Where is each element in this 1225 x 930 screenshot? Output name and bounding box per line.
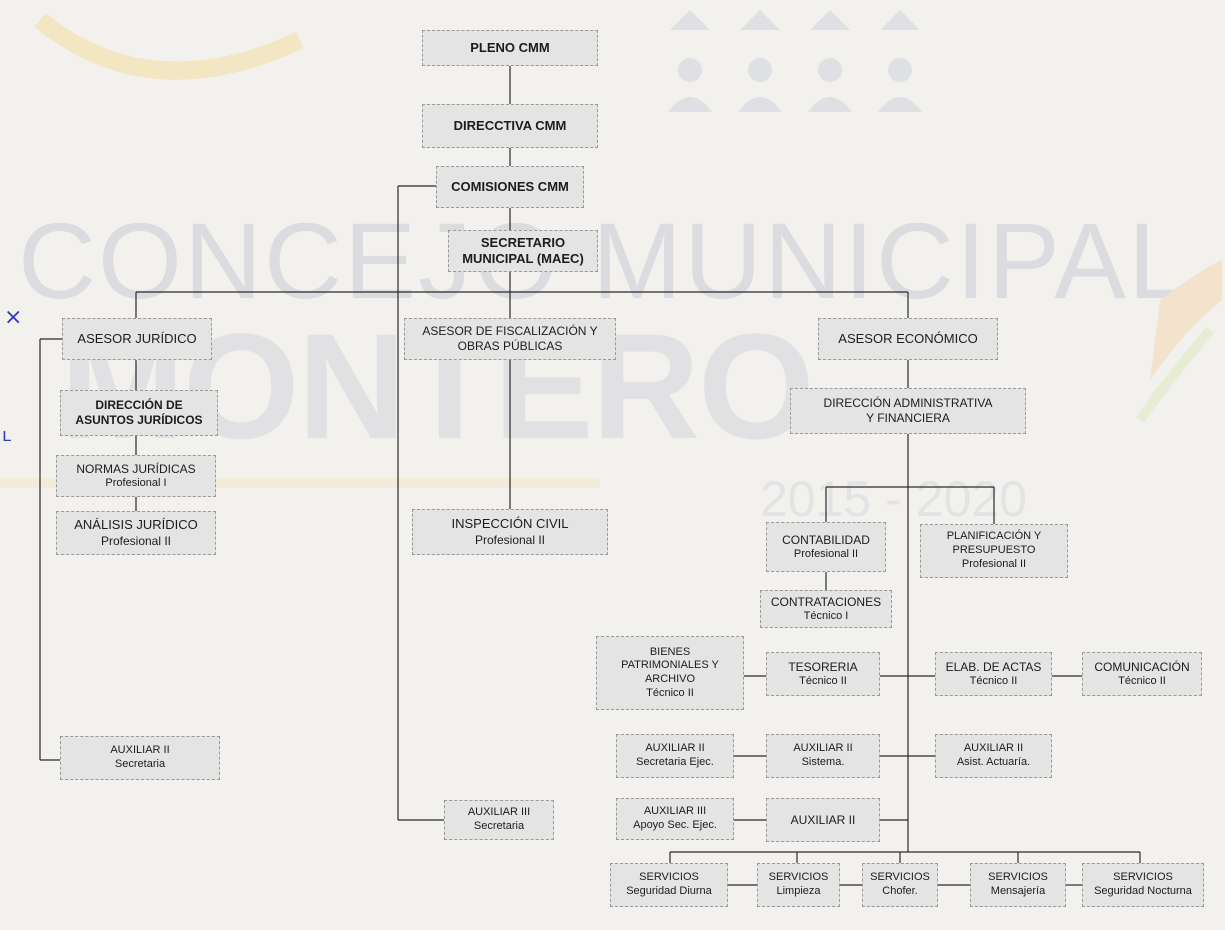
servicios-mensajeria-title: SERVICIOS <box>988 871 1048 884</box>
auxiliar-sistema-title: AUXILIAR II <box>793 742 853 755</box>
auxiliar-ii-title: AUXILIAR II <box>790 812 856 827</box>
auxiliar-secretaria-ejec-title: AUXILIAR II <box>645 742 705 755</box>
asesor-fiscalizacion-box: ASESOR DE FISCALIZACIÓN Y OBRAS PÚBLICAS <box>404 318 616 360</box>
contrataciones-box: CONTRATACIONES Técnico I <box>760 590 892 628</box>
asesor-fiscalizacion-subtitle: OBRAS PÚBLICAS <box>457 339 563 353</box>
auxiliar-iii-secretaria-box: AUXILIAR III Secretaria <box>444 800 554 840</box>
comunicacion-title: COMUNICACIÓN <box>1094 659 1190 674</box>
direccion-juridicos-title: DIRECCIÓN DE <box>95 398 183 412</box>
bienes-subtitle3: Técnico II <box>646 686 694 699</box>
bienes-subtitle: PATRIMONIALES Y <box>621 659 719 672</box>
servicios-seguridad-diurna-title: SERVICIOS <box>639 871 699 884</box>
secretario-municipal-box: SECRETARIO MUNICIPAL (MAEC) <box>448 230 598 272</box>
auxiliar-iii-apoyo-subtitle: Apoyo Sec. Ejec. <box>633 819 717 831</box>
pleno-cmm-box: PLENO CMM <box>422 30 598 66</box>
contabilidad-title: CONTABILIDAD <box>782 532 870 547</box>
secretario-subtitle: MUNICIPAL (MAEC) <box>462 251 584 266</box>
tesoreria-box: TESORERIA Técnico II <box>766 652 880 696</box>
direccion-administrativa-subtitle: Y FINANCIERA <box>866 411 950 425</box>
analisis-juridico-subtitle: Profesional II <box>100 533 172 548</box>
auxiliar-asist-actuaria-box: AUXILIAR II Asist. Actuaría. <box>935 734 1052 778</box>
direccion-juridicos-box: DIRECCIÓN DE ASUNTOS JURÍDICOS <box>60 390 218 436</box>
asesor-fiscalizacion-title: ASESOR DE FISCALIZACIÓN Y <box>422 324 598 338</box>
planificacion-subtitle: PRESUPUESTO <box>952 544 1036 557</box>
servicios-chofer-title: SERVICIOS <box>870 871 930 884</box>
servicios-limpieza-title: SERVICIOS <box>768 871 829 884</box>
planificacion-box: PLANIFICACIÓN Y PRESUPUESTO Profesional … <box>920 524 1068 578</box>
normas-juridicas-subtitle: Profesional I <box>105 476 167 489</box>
handwritten-mark-1: ⨯ <box>4 305 23 330</box>
secretario-title: SECRETARIO <box>480 234 566 250</box>
contrataciones-title: CONTRATACIONES <box>770 594 882 609</box>
bienes-subtitle2: ARCHIVO <box>644 673 696 685</box>
inspeccion-civil-title: INSPECCIÓN CIVIL <box>451 516 569 532</box>
servicios-limpieza-subtitle: Limpieza <box>776 885 821 897</box>
servicios-seguridad-nocturna-subtitle: Seguridad Nocturna <box>1094 885 1192 897</box>
servicios-seguridad-nocturna-box: SERVICIOS Seguridad Nocturna <box>1082 863 1204 907</box>
servicios-mensajeria-subtitle: Mensajería <box>990 885 1046 897</box>
elab-actas-subtitle: Técnico II <box>969 674 1018 687</box>
servicios-chofer-subtitle: Chofer. <box>882 885 918 897</box>
auxiliar-asist-actuaria-title: AUXILIAR II <box>963 742 1024 755</box>
analisis-juridico-box: ANÁLISIS JURÍDICO Profesional II <box>56 511 216 555</box>
auxiliar-iii-apoyo-title: AUXILIAR III <box>643 805 707 818</box>
directiva-cmm-title: DIRECCTIVA CMM <box>453 117 567 133</box>
bienes-title: BIENES <box>649 645 691 658</box>
auxiliar-iii-secretaria-title: AUXILIAR III <box>467 806 531 819</box>
pleno-cmm-title: PLENO CMM <box>470 39 550 55</box>
directiva-cmm-box: DIRECCTIVA CMM <box>422 104 598 148</box>
direccion-juridicos-subtitle: ASUNTOS JURÍDICOS <box>75 413 203 427</box>
elab-actas-title: ELAB. DE ACTAS <box>945 659 1042 674</box>
elab-actas-box: ELAB. DE ACTAS Técnico II <box>935 652 1052 696</box>
servicios-seguridad-diurna-subtitle: Seguridad Diurna <box>626 885 712 897</box>
comunicacion-subtitle: Técnico II <box>1118 674 1166 687</box>
servicios-limpieza-box: SERVICIOS Limpieza <box>757 863 840 907</box>
auxiliar-iii-apoyo-box: AUXILIAR III Apoyo Sec. Ejec. <box>616 798 734 840</box>
people-icons <box>668 10 922 112</box>
planificacion-subtitle2: Profesional II <box>961 557 1027 570</box>
tesoreria-subtitle: Técnico II <box>799 674 847 687</box>
inspeccion-civil-subtitle: Profesional II <box>474 532 546 547</box>
watermark-line1: CONCEJO MUNICIPAL <box>18 200 1191 321</box>
auxiliar-ii-box: AUXILIAR II <box>766 798 880 842</box>
contabilidad-box: CONTABILIDAD Profesional II <box>766 522 886 572</box>
auxiliar-sistema-box: AUXILIAR II Sistema. <box>766 734 880 778</box>
servicios-seguridad-diurna-box: SERVICIOS Seguridad Diurna <box>610 863 728 907</box>
tesoreria-title: TESORERIA <box>788 659 858 674</box>
bienes-patrimoniales-box: BIENES PATRIMONIALES Y ARCHIVO Técnico I… <box>596 636 744 710</box>
servicios-mensajeria-box: SERVICIOS Mensajería <box>970 863 1066 907</box>
auxiliar-asist-actuaria-subtitle: Asist. Actuaría. <box>956 756 1031 768</box>
comunicacion-box: COMUNICACIÓN Técnico II <box>1082 652 1202 696</box>
auxiliar-secretaria-ejec-subtitle: Secretaria Ejec. <box>636 756 714 768</box>
servicios-chofer-box: SERVICIOS Chofer. <box>862 863 938 907</box>
normas-juridicas-title: NORMAS JURÍDICAS <box>76 461 196 476</box>
auxiliar-secretaria-ejec-box: AUXILIAR II Secretaria Ejec. <box>616 734 734 778</box>
direccion-administrativa-box: DIRECCIÓN ADMINISTRATIVA Y FINANCIERA <box>790 388 1026 434</box>
inspeccion-civil-box: INSPECCIÓN CIVIL Profesional II <box>412 509 608 555</box>
auxiliar-iii-secretaria-subtitle: Secretaria <box>473 820 525 832</box>
handwritten-mark-2: ʟ <box>2 425 12 446</box>
direccion-administrativa-title: DIRECCIÓN ADMINISTRATIVA <box>823 396 993 410</box>
servicios-seguridad-nocturna-title: SERVICIOS <box>1113 871 1173 884</box>
contabilidad-subtitle: Profesional II <box>793 547 859 560</box>
auxiliar-secretaria-juridico-subtitle: Secretaria <box>114 758 166 770</box>
comisiones-cmm-box: COMISIONES CMM <box>436 166 584 208</box>
normas-juridicas-box: NORMAS JURÍDICAS Profesional I <box>56 455 216 497</box>
analisis-juridico-title: ANÁLISIS JURÍDICO <box>74 517 198 533</box>
auxiliar-secretaria-juridico-box: AUXILIAR II Secretaria <box>60 736 220 780</box>
comisiones-cmm-title: COMISIONES CMM <box>451 178 569 194</box>
auxiliar-sistema-subtitle: Sistema. <box>801 756 845 768</box>
asesor-economico-title: ASESOR ECONÓMICO <box>838 330 978 346</box>
asesor-economico-box: ASESOR ECONÓMICO <box>818 318 998 360</box>
contrataciones-subtitle: Técnico I <box>803 609 849 622</box>
asesor-juridico-box: ASESOR JURÍDICO <box>62 318 212 360</box>
asesor-juridico-title: ASESOR JURÍDICO <box>77 330 197 346</box>
watermark-years: 2015 - 2020 <box>760 471 1027 527</box>
planificacion-title: PLANIFICACIÓN Y <box>946 530 1042 543</box>
auxiliar-secretaria-juridico-title: AUXILIAR II <box>110 744 170 757</box>
